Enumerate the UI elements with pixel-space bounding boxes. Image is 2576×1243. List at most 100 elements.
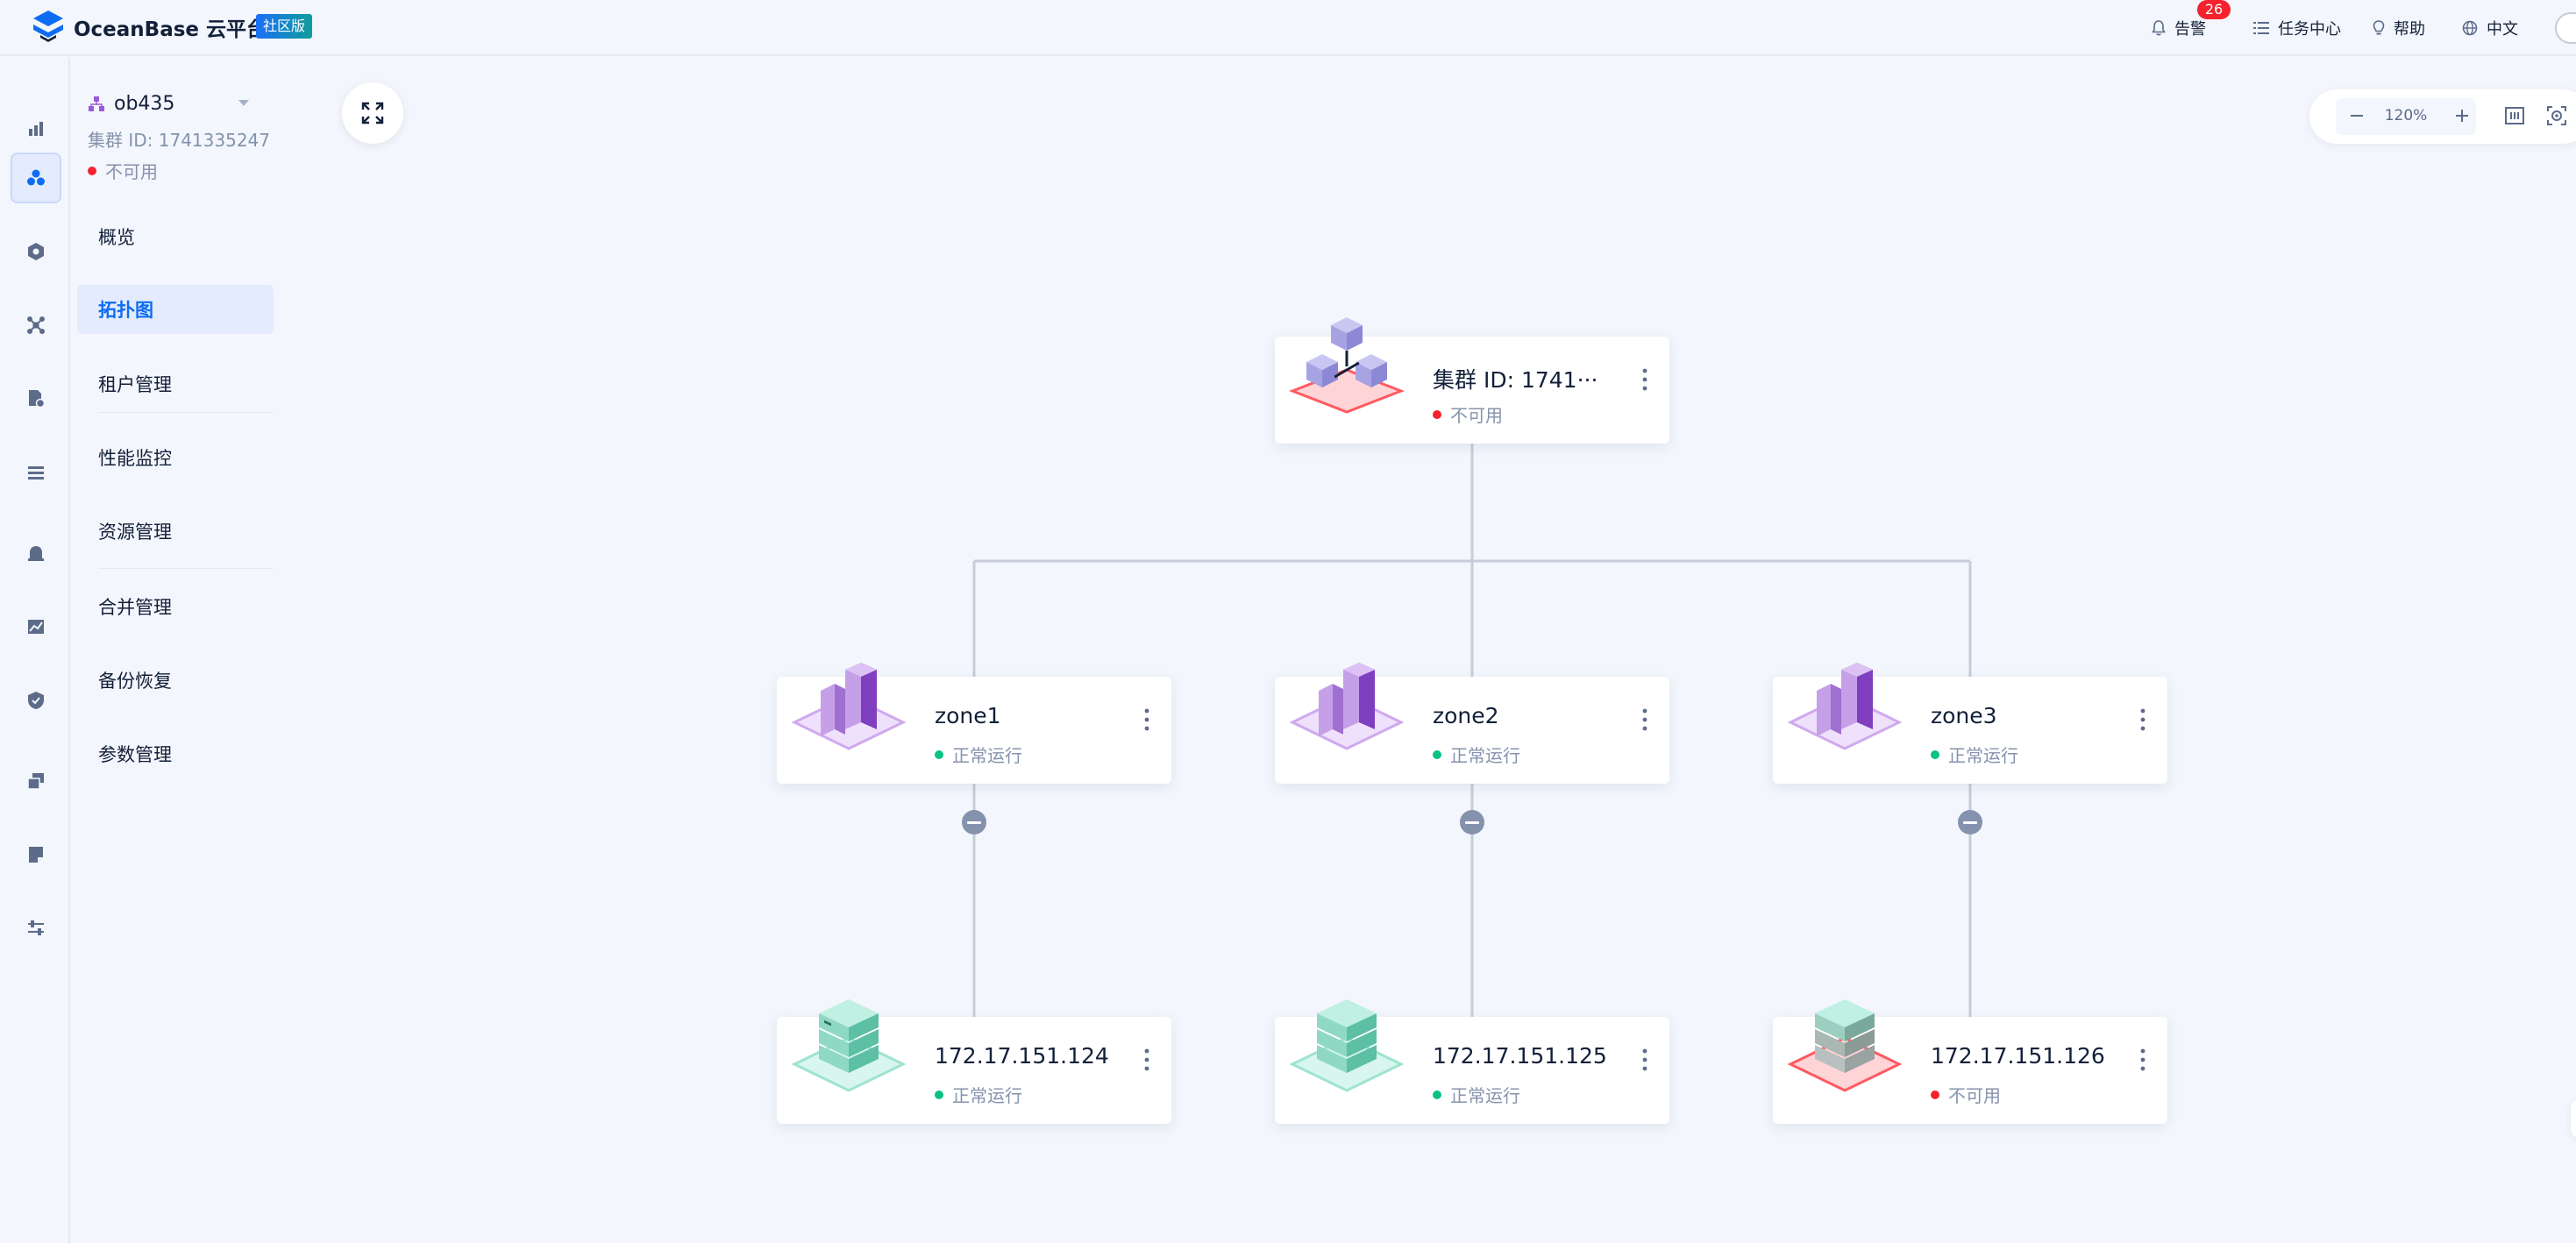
server-stack-icon <box>791 999 907 1092</box>
cluster-node-title: 集群 ID: 1741··· <box>1433 367 1598 393</box>
zone-node-2[interactable]: zone2 正常运行 <box>1275 663 1669 784</box>
locate-center-icon[interactable] <box>2546 105 2567 126</box>
server-node-status: 不可用 <box>1931 1082 2001 1107</box>
server-node-3[interactable]: 172.17.151.126 不可用 <box>1773 999 2167 1124</box>
zone-building-icon <box>1787 663 1903 750</box>
cluster-node[interactable]: 集群 ID: 1741··· 不可用 <box>1275 317 1669 444</box>
nav-item-performance-monitoring[interactable]: 性能监控 <box>98 448 172 469</box>
server-node-title: 172.17.151.125 <box>1433 1043 1607 1069</box>
stack-icon <box>28 466 44 479</box>
language-label: 中文 <box>2487 20 2518 39</box>
cluster-icon <box>27 169 45 186</box>
windows-icon <box>27 773 44 790</box>
more-vertical-icon[interactable] <box>1636 1047 1654 1073</box>
more-vertical-icon[interactable] <box>1636 366 1654 393</box>
more-vertical-icon[interactable] <box>2134 707 2152 733</box>
language-switch[interactable]: 中文 <box>2462 16 2518 40</box>
more-vertical-icon[interactable] <box>1138 1047 1156 1073</box>
rail-item-alarm[interactable] <box>11 528 61 579</box>
task-center-label: 任务中心 <box>2278 20 2341 39</box>
nav-item-backup-restore[interactable]: 备份恢复 <box>98 671 172 692</box>
document-gear-icon <box>29 390 46 408</box>
nav-item-merge-management[interactable]: 合并管理 <box>98 597 172 618</box>
rail-item-overview[interactable] <box>11 103 61 154</box>
user-avatar[interactable] <box>2555 12 2576 44</box>
server-node-title: 172.17.151.124 <box>935 1043 1109 1069</box>
rail-item-backup[interactable] <box>11 373 61 424</box>
zone-node-1[interactable]: zone1 正常运行 <box>777 663 1171 784</box>
zone-node-status: 正常运行 <box>1433 742 1520 767</box>
status-dot-ok <box>935 1090 943 1099</box>
app-logo-text[interactable]: OceanBase 云平台 <box>74 18 267 41</box>
oceanbase-logo-icon[interactable] <box>30 9 67 44</box>
nav-item-overview[interactable]: 概览 <box>98 227 135 248</box>
zone-node-title: zone1 <box>935 703 1001 728</box>
cluster-topology-icon <box>89 96 104 111</box>
side-panel-handle[interactable] <box>2571 1099 2576 1138</box>
help-button[interactable]: 帮助 <box>2373 16 2425 40</box>
zoom-control: 120% <box>2336 98 2476 135</box>
zoom-out-icon[interactable] <box>2348 107 2366 124</box>
rail-item-settings[interactable] <box>11 903 61 954</box>
cluster-node-status: 不可用 <box>1433 401 1503 427</box>
fit-view-icon[interactable] <box>2504 105 2525 126</box>
rail-item-clusters[interactable] <box>11 153 61 203</box>
list-icon <box>2253 22 2269 34</box>
server-stack-error-icon <box>1787 999 1903 1092</box>
cluster-subnav: ob435 集群 ID: 1741335247 不可用 概览 拓扑图 租户管理 … <box>72 58 274 1243</box>
more-vertical-icon[interactable] <box>1138 707 1156 733</box>
cluster-node-status-label: 不可用 <box>1450 405 1503 426</box>
rail-item-security[interactable] <box>11 675 61 726</box>
alerts-button[interactable]: 告警 <box>2152 16 2206 40</box>
bell-icon <box>2152 20 2166 36</box>
rail-item-notes[interactable] <box>11 829 61 880</box>
cluster-selector[interactable]: ob435 <box>88 93 174 115</box>
rail-item-tenants[interactable] <box>11 226 61 277</box>
zone-building-icon <box>1289 663 1405 750</box>
nav-item-topology[interactable]: 拓扑图 <box>77 285 274 334</box>
status-dot-error <box>88 166 96 175</box>
nav-divider <box>98 412 274 413</box>
zone-node-status: 正常运行 <box>935 742 1022 767</box>
zoom-in-icon[interactable] <box>2453 107 2471 124</box>
fullscreen-button[interactable] <box>342 82 403 144</box>
rail-item-monitor[interactable] <box>11 601 61 652</box>
server-node-title: 172.17.151.126 <box>1931 1043 2105 1069</box>
rail-item-list[interactable] <box>11 447 61 498</box>
zoom-toolbar: 120% <box>2309 89 2576 144</box>
nav-item-resource-management[interactable]: 资源管理 <box>98 522 172 543</box>
server-node-status: 正常运行 <box>1433 1082 1520 1107</box>
status-dot-ok <box>1931 749 1939 759</box>
status-dot-ok <box>1433 749 1441 759</box>
task-center-button[interactable]: 任务中心 <box>2253 16 2341 40</box>
nodes-icon <box>27 316 45 334</box>
collapse-zone1-button[interactable] <box>962 810 986 835</box>
topology-canvas[interactable]: 120% 集群 ID: 1741··· 不可用 <box>274 58 2576 1243</box>
zone-node-title: zone3 <box>1931 703 1997 728</box>
cluster-id-text: 集群 ID: 1741335247 <box>88 130 270 151</box>
server-node-2[interactable]: 172.17.151.125 正常运行 <box>1275 999 1669 1124</box>
bar-chart-icon <box>29 122 43 136</box>
rail-item-packages[interactable] <box>11 756 61 806</box>
nav-item-parameter-management[interactable]: 参数管理 <box>98 744 172 765</box>
server-node-status-label: 正常运行 <box>1450 1085 1520 1106</box>
status-dot-ok <box>935 749 943 759</box>
server-node-1[interactable]: 172.17.151.124 正常运行 <box>777 999 1171 1124</box>
zone-node-3[interactable]: zone3 正常运行 <box>1773 663 2167 784</box>
lightbulb-icon <box>2373 20 2385 35</box>
more-vertical-icon[interactable] <box>1636 707 1654 733</box>
expand-icon <box>361 102 384 124</box>
collapse-zone3-button[interactable] <box>1958 810 1982 835</box>
server-node-status: 正常运行 <box>935 1082 1022 1107</box>
status-dot-error <box>1931 1090 1939 1099</box>
cluster-status: 不可用 <box>88 158 158 183</box>
nav-item-tenant-management[interactable]: 租户管理 <box>98 374 172 395</box>
nav-divider <box>98 568 274 569</box>
server-node-status-label: 正常运行 <box>952 1085 1022 1106</box>
alerts-label: 告警 <box>2174 20 2206 39</box>
caret-down-icon[interactable] <box>238 100 249 107</box>
zone-node-status-label: 正常运行 <box>952 745 1022 766</box>
collapse-zone2-button[interactable] <box>1460 810 1484 835</box>
more-vertical-icon[interactable] <box>2134 1047 2152 1073</box>
rail-item-topology[interactable] <box>11 300 61 351</box>
